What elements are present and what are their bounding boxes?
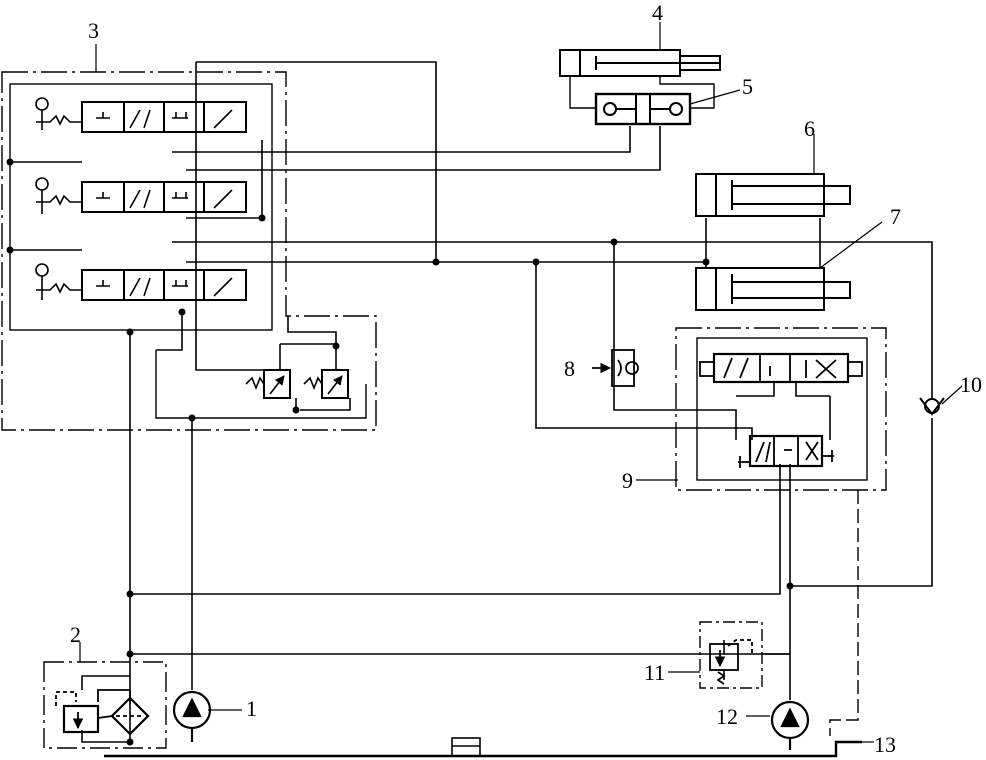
relief-valve-11 (709, 639, 753, 685)
label-5: 5 (742, 74, 753, 99)
cylinder-6 (695, 173, 851, 217)
label-10: 10 (960, 372, 982, 397)
label-13: 13 (874, 732, 896, 757)
pump-1 (172, 690, 212, 742)
pump-12 (770, 700, 810, 750)
component-labels: 3 4 5 6 7 8 9 10 1 2 11 12 13 (70, 0, 982, 757)
label-12: 12 (716, 704, 738, 729)
cylinder-7 (695, 267, 851, 311)
tank-13 (104, 737, 862, 758)
check-valve-10 (919, 397, 945, 416)
hydraulic-lock-5 (594, 92, 692, 126)
label-8: 8 (564, 356, 575, 381)
leader-lines (79, 22, 963, 743)
pilot-directional-valve-9 (699, 352, 863, 468)
label-11: 11 (644, 660, 665, 685)
label-7: 7 (890, 204, 901, 229)
manual-valve-middle (35, 177, 247, 214)
label-6: 6 (804, 116, 815, 141)
cylinder-4 (559, 49, 721, 109)
throttle-check-valve-8 (592, 349, 639, 387)
enclosure-lines (1, 71, 887, 749)
label-9: 9 (622, 468, 633, 493)
label-2: 2 (70, 622, 81, 647)
junction-dots (6, 158, 794, 746)
label-1: 1 (246, 696, 257, 721)
manual-valve-top (35, 97, 247, 133)
filter-group-2 (55, 689, 150, 736)
bank-relief-valves (245, 369, 349, 399)
label-3: 3 (88, 18, 99, 43)
manual-valve-bottom (35, 263, 247, 301)
pipelines (10, 61, 933, 743)
manual-valve-bank-3 (35, 97, 349, 399)
label-4: 4 (652, 0, 663, 25)
